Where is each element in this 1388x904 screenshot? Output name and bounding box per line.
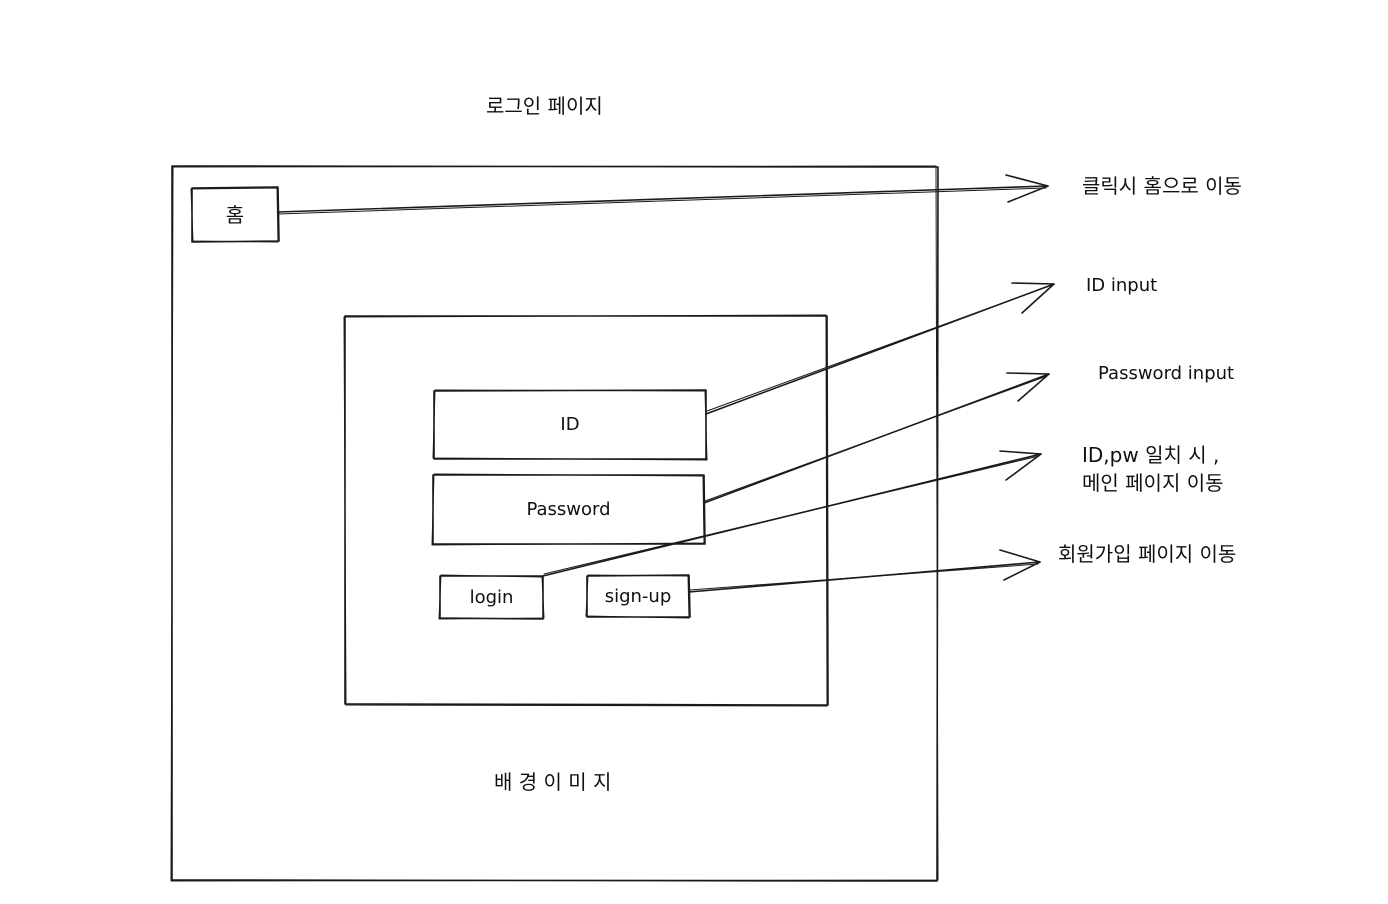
home-button-box: [190, 186, 280, 243]
login-button-label: login: [469, 587, 514, 608]
password-field-label: Password: [526, 499, 611, 520]
signup-button-box: [585, 574, 691, 619]
arrow-id: [705, 282, 1055, 415]
home-button-label: 홈: [225, 203, 245, 227]
id-field[interactable]: ID: [434, 391, 706, 459]
arrow-signup: [688, 549, 1041, 593]
arrow-home: [277, 174, 1049, 215]
background-image-label: 배 경 이 미 지: [494, 770, 612, 794]
annotation-id-input: ID input: [1086, 275, 1158, 296]
id-field-label: ID: [560, 414, 580, 435]
annotation-signup-result: 회원가입 페이지 이동: [1058, 542, 1237, 566]
password-field[interactable]: Password: [433, 475, 704, 544]
annotation-password-input: Password input: [1098, 363, 1235, 384]
annotation-login-result: ID,pw 일치 시 , 메인 페이지 이동: [1082, 443, 1224, 495]
login-button-box: [438, 574, 545, 620]
home-button[interactable]: 홈: [192, 188, 278, 242]
password-field-box: [431, 473, 706, 546]
signup-button[interactable]: sign-up: [587, 576, 689, 617]
login-form-frame: [343, 314, 829, 707]
outer-frame: [170, 165, 939, 882]
annotation-home-click: 클릭시 홈으로 이동: [1082, 174, 1242, 198]
arrow-password: [703, 372, 1050, 504]
arrow-login: [542, 450, 1042, 577]
id-field-box: [432, 389, 708, 461]
signup-button-label: sign-up: [604, 586, 672, 607]
page-title: 로그인 페이지: [486, 94, 603, 118]
login-button[interactable]: login: [440, 576, 543, 619]
